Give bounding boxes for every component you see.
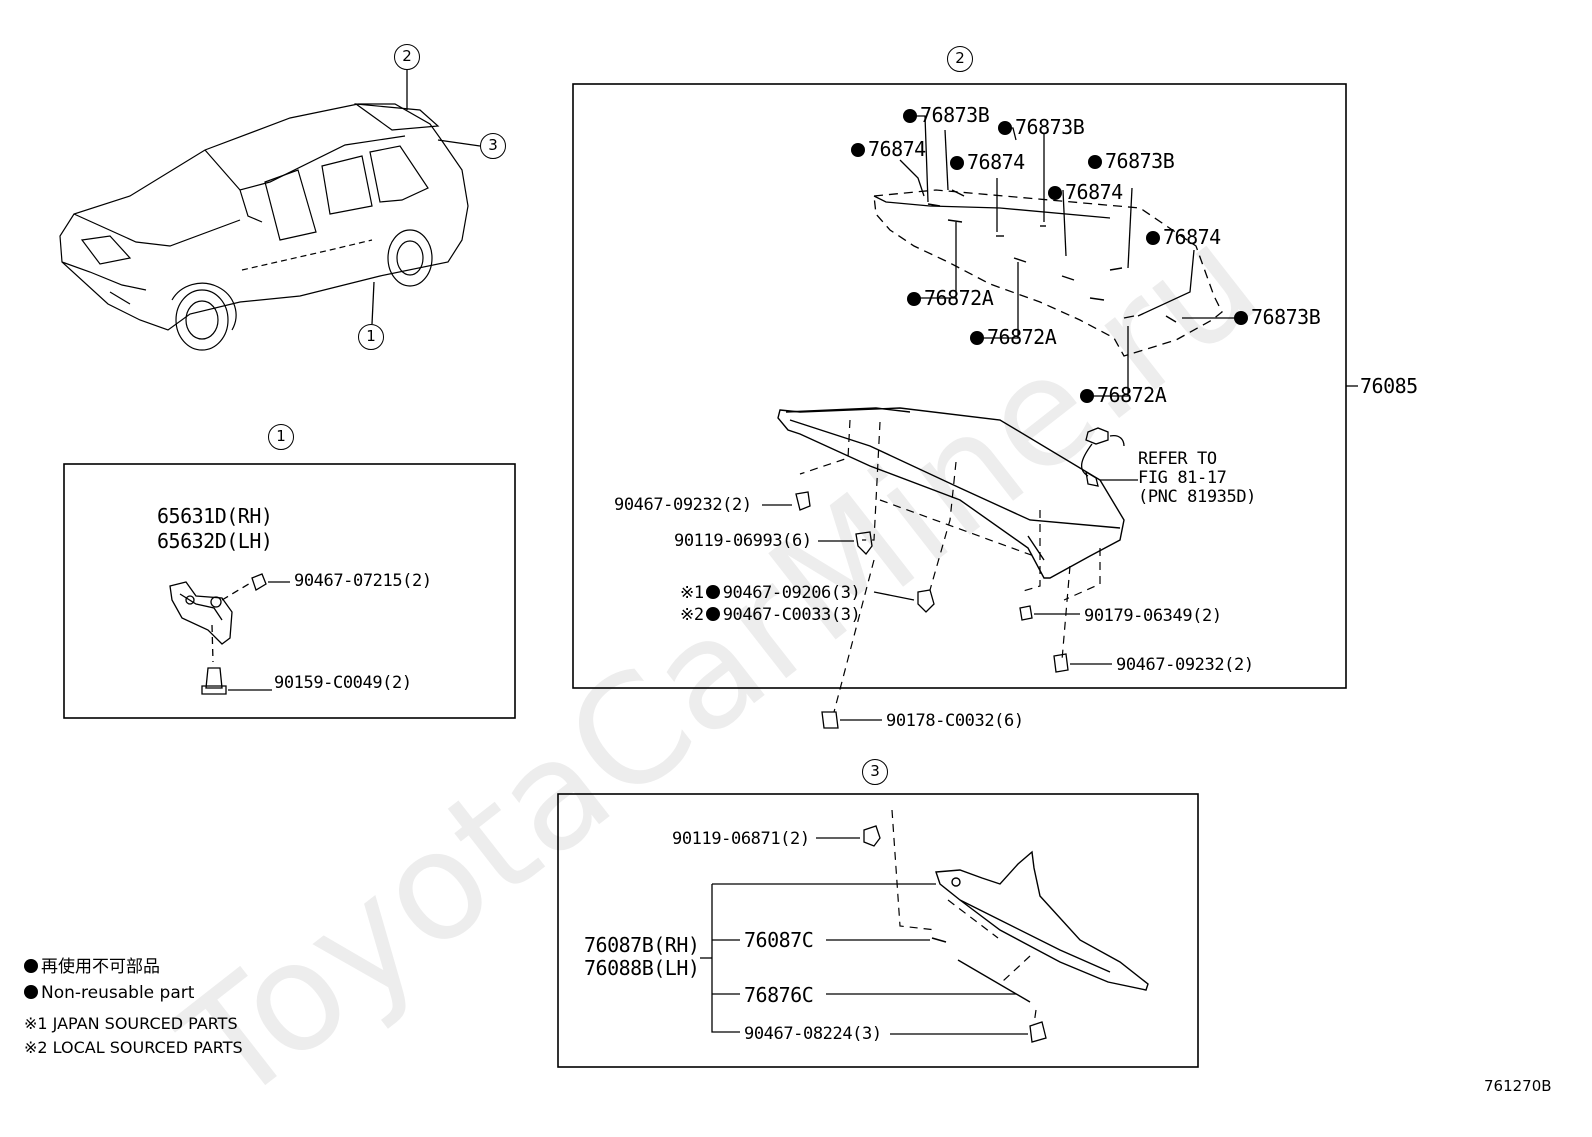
section3-frame bbox=[557, 793, 1199, 1068]
spoiler-dashes bbox=[799, 419, 1101, 713]
sticker-label: 76873B bbox=[903, 104, 990, 126]
section1-frame bbox=[63, 463, 516, 719]
part-label-rh: 65631D(RH) bbox=[157, 504, 273, 528]
legend-japan-sourced: ※1 JAPAN SOURCED PARTS bbox=[24, 1014, 238, 1033]
clip-label: 90467-07215(2) bbox=[294, 571, 432, 591]
garnish-dashes bbox=[891, 809, 1037, 1025]
sticker-label: 76874 bbox=[851, 138, 926, 160]
part-76876c: 76876C bbox=[744, 983, 814, 1007]
sticker-label: 76872A bbox=[907, 287, 994, 309]
fastener-icons bbox=[795, 491, 1069, 729]
callout-2-vehicle: 2 bbox=[394, 44, 420, 70]
sticker-label: 76874 bbox=[1048, 181, 1123, 203]
fastener-label: 90179-06349(2) bbox=[1084, 606, 1222, 626]
wire-harness bbox=[1081, 427, 1125, 487]
assembly-label: 76085 bbox=[1360, 374, 1418, 398]
fastener-label: 90467-09232(2) bbox=[614, 495, 752, 515]
callout-3-vehicle: 3 bbox=[480, 133, 506, 159]
sticker-leaders bbox=[899, 115, 1238, 397]
sticker-label: 76873B bbox=[998, 116, 1085, 138]
garnish-leaders bbox=[700, 837, 1028, 1035]
refer-line-1: REFER TO bbox=[1138, 449, 1217, 469]
screw-label: 90119-06871(2) bbox=[672, 829, 810, 849]
garnish-label-rh: 76087B(RH) bbox=[584, 933, 700, 957]
callout-2-section: 2 bbox=[947, 46, 973, 72]
garnish-label-lh: 76088B(LH) bbox=[584, 956, 700, 980]
diagram-id: 761270B bbox=[1484, 1077, 1552, 1095]
spoiler-body bbox=[777, 407, 1125, 579]
fastener-leaders bbox=[762, 504, 1112, 721]
sticker-label: 76873B bbox=[1088, 150, 1175, 172]
fastener-label: 90119-06993(6) bbox=[674, 531, 812, 551]
fastener-label: 90178-C0032(6) bbox=[886, 711, 1024, 731]
bolt-label: 90159-C0049(2) bbox=[274, 673, 412, 693]
callout-1-section: 1 bbox=[268, 424, 294, 450]
refer-line-2: FIG 81-17 bbox=[1138, 468, 1227, 488]
part-90467-08224: 90467-08224(3) bbox=[744, 1024, 882, 1044]
parts-diagram bbox=[59, 70, 1358, 1068]
part-76087c: 76087C bbox=[744, 928, 814, 952]
part-label-lh: 65632D(LH) bbox=[157, 529, 273, 553]
mudguard-bracket bbox=[169, 581, 233, 645]
vehicle-illustration bbox=[59, 103, 469, 351]
sticker-label: 76874 bbox=[1146, 226, 1221, 248]
callout-1-vehicle: 1 bbox=[358, 324, 384, 350]
legend-local-sourced: ※2 LOCAL SOURCED PARTS bbox=[24, 1038, 243, 1057]
sticker-label: 76872A bbox=[1080, 384, 1167, 406]
bolt-90159-c0049 bbox=[201, 667, 227, 695]
legend-japanese: 再使用不可部品 bbox=[24, 957, 160, 977]
callout-3-section: 3 bbox=[862, 759, 888, 785]
legend-non-reusable: Non-reusable part bbox=[24, 983, 194, 1003]
spoiler-top-sheet bbox=[873, 189, 1223, 357]
clip-90467-07215 bbox=[251, 573, 267, 591]
refer-line-3: (PNC 81935D) bbox=[1138, 487, 1257, 507]
fastener-label: 90467-09232(2) bbox=[1116, 655, 1254, 675]
sticker-marks bbox=[927, 189, 1177, 323]
sticker-label: 76872A bbox=[970, 326, 1057, 348]
sticker-label: 76874 bbox=[950, 151, 1025, 173]
rear-garnish bbox=[935, 850, 1149, 991]
garnish-fasteners bbox=[863, 825, 1047, 1043]
sticker-label: 76873B bbox=[1234, 306, 1321, 328]
